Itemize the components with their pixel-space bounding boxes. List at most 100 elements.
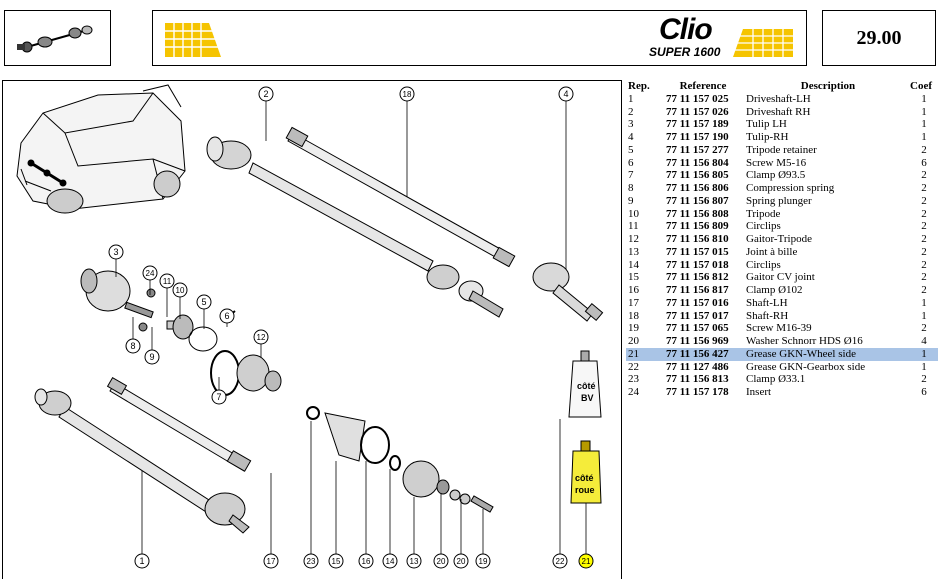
callout-bubble-8[interactable]	[125, 338, 141, 354]
cell-rep: 9	[628, 194, 634, 207]
callout-bubble-7[interactable]	[211, 389, 227, 405]
callout-bubble-18[interactable]	[399, 86, 415, 102]
cell-coef: 2	[921, 284, 927, 296]
cell-coef: 1	[921, 105, 927, 118]
callout-number: 24	[146, 269, 155, 278]
cell-description: Circlips	[746, 220, 781, 233]
callout-bubble-24[interactable]	[142, 265, 158, 281]
header-thumbnail	[4, 10, 111, 66]
callout-bubble-22[interactable]	[552, 553, 568, 569]
table-header-row: Rep. Reference Description Coef	[626, 80, 938, 93]
cell-description: Clamp Ø102	[746, 284, 803, 296]
callout-bubble-10[interactable]	[172, 282, 188, 298]
callout-bubble-5[interactable]	[196, 294, 212, 310]
callout-bubble-6[interactable]	[219, 308, 235, 324]
cell-rep: 4	[628, 131, 634, 143]
logo-clio: Clio	[659, 13, 713, 46]
cell-rep: 11	[628, 220, 639, 233]
tube-roue-label-1: côté	[575, 473, 594, 483]
callout-bubble-11[interactable]	[159, 273, 175, 289]
cell-coef: 2	[921, 245, 927, 258]
callout-bubble-13[interactable]	[406, 553, 422, 569]
cell-description: Grease GKN-Gearbox side	[746, 360, 866, 373]
cell-reference: 77 11 157 016	[666, 296, 729, 309]
callout-number: 11	[163, 277, 172, 286]
callout-bubble-20[interactable]	[453, 553, 469, 569]
tube-wheel-side	[570, 450, 602, 504]
logo-super-1600: SUPER 1600	[649, 45, 721, 59]
callout-bubble-12[interactable]	[253, 329, 269, 345]
callout-bubble-1[interactable]	[134, 553, 150, 569]
callout-bubble-23[interactable]	[303, 553, 319, 569]
cell-reference: 77 11 156 813	[666, 373, 729, 386]
cell-description: Tulip LH	[746, 118, 787, 131]
cell-description: Washer Schnorr HDS Ø16	[746, 335, 863, 347]
cell-reference: 77 11 156 808	[666, 207, 729, 220]
cell-description: Clamp Ø93.5	[746, 169, 806, 182]
cell-coef: 1	[910, 347, 938, 361]
cell-rep: 13	[628, 245, 639, 258]
tube-bv-label-1: côté	[577, 381, 596, 391]
callout-number: 4	[563, 89, 568, 99]
callout-number: 1	[139, 556, 144, 566]
cell-coef: 2	[921, 258, 927, 271]
cell-description: Clamp Ø33.1	[746, 373, 806, 386]
callout-number: 23	[307, 557, 316, 566]
callout-number: 3	[113, 247, 118, 257]
callout-bubble-20[interactable]	[433, 553, 449, 569]
callout-bubble-16[interactable]	[358, 553, 374, 569]
cell-rep: 1	[628, 92, 634, 105]
callout-bubble-15[interactable]	[328, 553, 344, 569]
cell-reference: 77 11 157 025	[666, 92, 729, 105]
cell-reference: 77 11 157 277	[666, 143, 729, 156]
callout-bubble-14[interactable]	[382, 553, 398, 569]
cell-rep: 14	[628, 258, 639, 271]
callout-number: 18	[403, 90, 412, 99]
callout-bubble-17[interactable]	[263, 553, 279, 569]
callout-number: 7	[216, 392, 221, 402]
cell-description: Insert	[746, 386, 772, 398]
callout-bubble-21[interactable]	[578, 553, 594, 569]
cell-description: Tulip-RH	[746, 131, 789, 143]
callout-number: 17	[267, 557, 276, 566]
callout-bubble-9[interactable]	[144, 349, 160, 365]
cell-reference: 77 11 156 812	[666, 271, 729, 284]
brand-stripes-right-icon	[733, 29, 793, 57]
callout-bubble-2[interactable]	[258, 86, 274, 102]
col-coef-header: Coef	[910, 80, 932, 92]
cell-rep: 22	[628, 360, 639, 373]
cell-reference: 77 11 156 817	[666, 284, 729, 296]
callout-bubble-3[interactable]	[108, 244, 124, 260]
cell-rep: 20	[628, 335, 639, 347]
callout-bubble-4[interactable]	[558, 86, 574, 102]
callout-number: 16	[362, 557, 371, 566]
cell-rep: 21	[626, 347, 656, 361]
cell-description: Joint à bille	[746, 245, 798, 258]
cell-reference: 77 11 156 806	[666, 182, 729, 194]
callout-bubble-19[interactable]	[475, 553, 491, 569]
